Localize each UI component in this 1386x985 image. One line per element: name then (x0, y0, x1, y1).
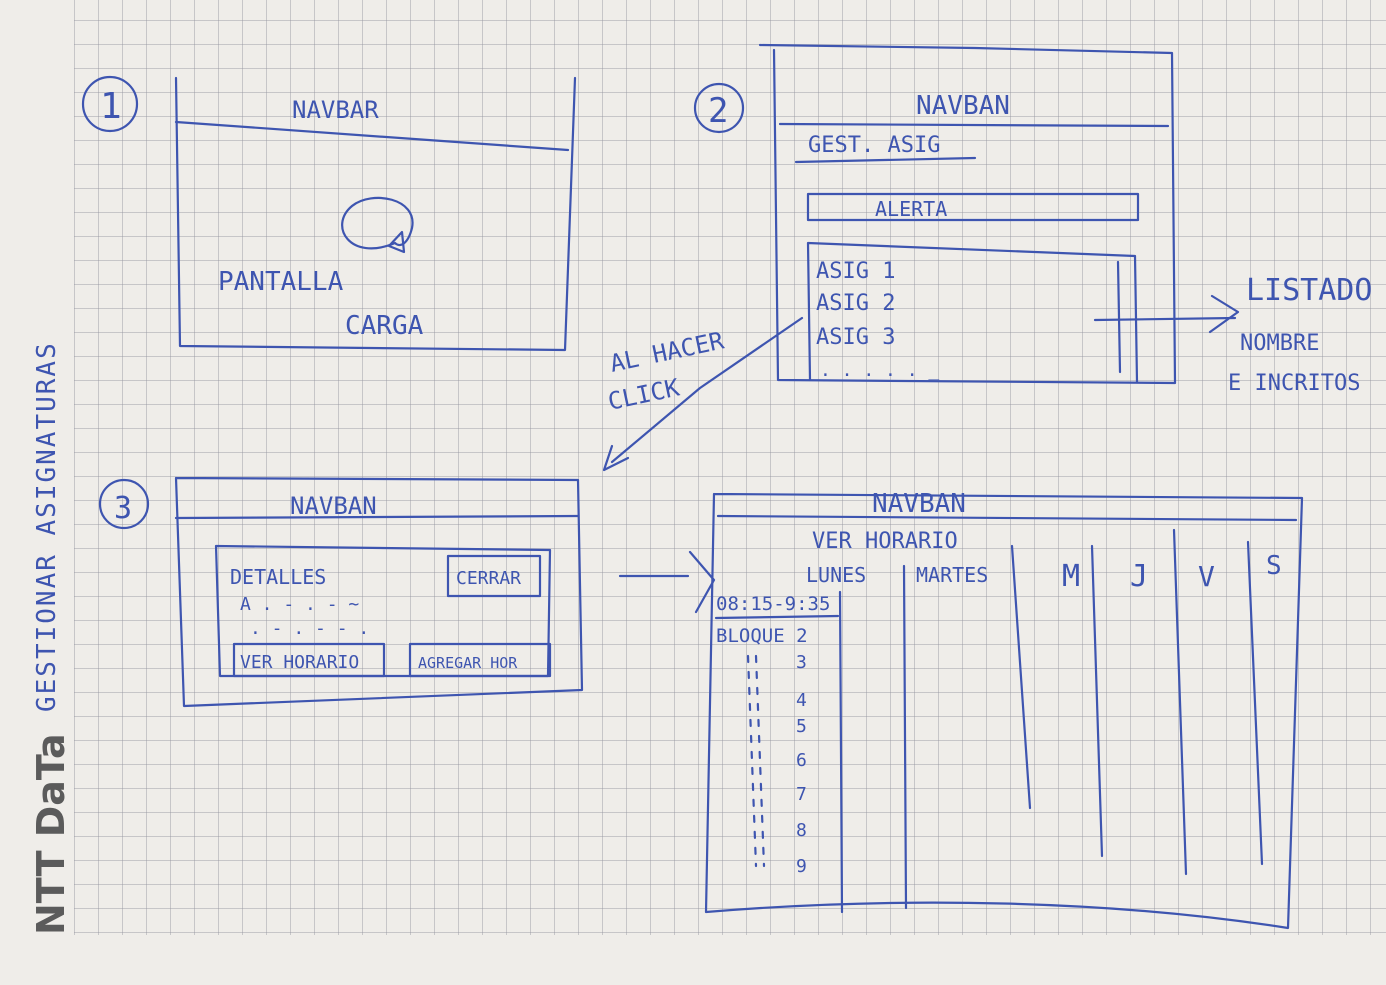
loading-label-2: CARGA (345, 311, 424, 341)
frame-4-navbar-label: NAVBAN (872, 489, 966, 519)
frame-4-navbar-line (716, 514, 1298, 522)
frame-1-navbar-line (174, 120, 570, 152)
view-schedule-button[interactable]: VER HORARIO (232, 642, 386, 678)
click-arrow-head (602, 444, 630, 472)
alert-box (806, 192, 1140, 222)
view-schedule-button-label: VER HORARIO (240, 652, 359, 673)
time-slot: 08:15-9:35 (716, 593, 830, 615)
column-line-5 (1172, 528, 1188, 876)
click-note-line-1: AL HACER (607, 326, 726, 378)
step-1-marker (81, 75, 139, 133)
list-item-label: ASIG 3 (816, 325, 895, 350)
list-item[interactable]: ASIG 2 (816, 291, 895, 316)
step-3-marker (98, 478, 150, 530)
note-arrow (1093, 294, 1240, 334)
ditto-marks (746, 654, 766, 868)
click-arrow-line (610, 316, 804, 464)
time-slot-underline (714, 614, 840, 620)
day-tuesday: MARTES (916, 563, 988, 587)
note-line-3: E INCRITOS (1228, 371, 1360, 396)
frame-3-border (174, 476, 584, 708)
details-line-2: . - . - - . (250, 618, 369, 639)
list-item-label: ASIG 2 (816, 291, 895, 316)
block-number: 5 (796, 716, 807, 737)
block-label: BLOQUE 2 (716, 625, 808, 647)
frame-3-navbar-label: NAVBAN (290, 492, 377, 520)
block-number: 6 (796, 750, 807, 771)
block-number: 4 (796, 690, 807, 711)
frame-1-navbar-label: NAVBAR (292, 96, 379, 124)
day-monday: LUNES (806, 563, 866, 587)
day-friday: V (1198, 560, 1215, 593)
loading-label-1: PANTALLA (218, 267, 344, 297)
frame-2-border (758, 43, 1177, 385)
view-schedule-button-box (232, 642, 386, 678)
list-item-label: ASIG 1 (816, 259, 895, 284)
frame-2-title: GEST. ASIG (808, 133, 940, 158)
wireframe-3: 3 NAVBAN DETALLES CERRAR A . - . - ~ . -… (98, 476, 716, 708)
click-note-line-2: CLICK (605, 373, 682, 416)
list-box (806, 241, 1139, 384)
spinner-icon (341, 196, 414, 250)
details-line-1: A . - . - ~ (240, 594, 359, 615)
brand-logo: NTT DaTa (29, 733, 73, 935)
column-line-2 (902, 564, 908, 910)
list-item[interactable]: ASIG 1 (816, 259, 895, 284)
note-line-2: NOMBRE (1240, 331, 1319, 356)
click-arrow: AL HACER CLICK (602, 316, 804, 472)
close-button[interactable]: CERRAR (446, 554, 542, 598)
note-line-1: LISTADO (1246, 273, 1372, 308)
column-line-3 (1010, 544, 1032, 810)
step-1-number: 1 (100, 86, 122, 127)
column-line-1 (838, 590, 844, 914)
day-thursday: J (1130, 559, 1148, 594)
spinner-head (387, 230, 406, 254)
to-schedule-arrow (618, 550, 716, 614)
step-2-marker (693, 82, 745, 134)
schedule-title: VER HORARIO (812, 529, 958, 554)
block-number: 8 (796, 820, 807, 841)
block-number: 9 (796, 856, 807, 877)
details-title: DETALLES (230, 565, 326, 589)
list-scrollbar (1116, 260, 1122, 374)
add-schedule-button[interactable]: AGREGAR HOR (408, 642, 552, 678)
list-more: . . . . . _ (820, 360, 939, 381)
list-item[interactable]: ASIG 3 (816, 325, 895, 350)
day-saturday: S (1266, 551, 1282, 581)
frame-2-navbar-label: NAVBAN (916, 91, 1010, 121)
wireframe-2: 2 NAVBAN GEST. ASIG ALERTA ASIG 1 ASIG 2… (693, 43, 1372, 396)
close-button-label: CERRAR (456, 568, 521, 589)
column-line-6 (1246, 540, 1264, 866)
frame-2-navbar-line (778, 122, 1170, 128)
close-button-box (446, 554, 542, 598)
wireframe-1: 1 NAVBAR PANTALLA CARGA (81, 75, 577, 352)
block-number: 7 (796, 784, 807, 805)
add-schedule-button-label: AGREGAR HOR (418, 654, 518, 672)
frame-1-border (174, 76, 577, 352)
add-schedule-button-box (408, 642, 552, 678)
frame-2-title-underline (794, 156, 977, 164)
side-title: GESTIONAR ASIGNATURAS (32, 341, 62, 712)
column-line-4 (1090, 544, 1104, 858)
day-wednesday: M (1062, 559, 1080, 594)
wireframe-4: NAVBAN VER HORARIO LUNES MARTES M J V S … (704, 489, 1304, 930)
frame-3-navbar-line (174, 514, 580, 520)
block-number: 3 (796, 652, 807, 673)
step-2-number: 2 (708, 91, 728, 131)
alert-label: ALERTA (875, 197, 947, 221)
step-3-number: 3 (114, 491, 132, 526)
frame-4-border (704, 492, 1304, 930)
